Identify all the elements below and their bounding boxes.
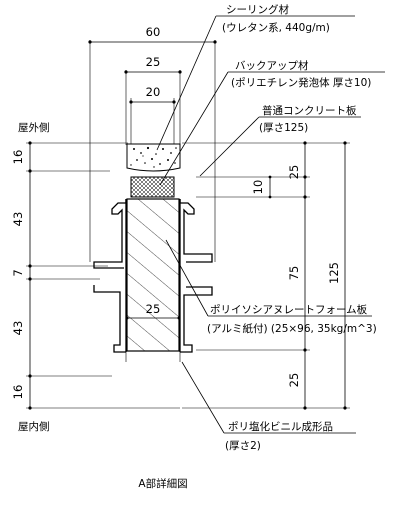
sealant-name: シーリング材 bbox=[226, 3, 289, 16]
sealant-material bbox=[126, 143, 181, 172]
dim-left-16-bottom: 16 bbox=[11, 385, 25, 400]
dimension-60: 60 bbox=[88, 25, 217, 262]
dimension-25-sealant: 25 bbox=[124, 55, 182, 145]
dim-25-text: 25 bbox=[146, 55, 161, 69]
dim-left-43-top: 43 bbox=[11, 212, 25, 227]
dimension-20-backup: 20 bbox=[129, 85, 176, 145]
dimension-25-foam: 25 bbox=[125, 302, 181, 320]
label-sealant: シーリング材 (ウレタン系, 440g/m) bbox=[156, 3, 355, 151]
backup-spec: (ポリエチレン発泡体 厚さ10) bbox=[231, 76, 371, 89]
backup-material bbox=[130, 176, 175, 198]
panel-name: 普通コンクリート板 bbox=[262, 104, 357, 117]
foam-board bbox=[126, 198, 180, 352]
left-dimension-chain: 16 43 7 43 16 bbox=[11, 141, 180, 410]
dim-right-75: 75 bbox=[287, 266, 301, 281]
dim-right-25-top: 25 bbox=[287, 165, 301, 180]
dim-foam-25-text: 25 bbox=[146, 302, 161, 316]
dim-right-125: 125 bbox=[327, 262, 341, 284]
foam-spec: (アルミ紙付) (25×96, 35kg/m^3) bbox=[207, 322, 377, 335]
indoor-side-label: 屋内側 bbox=[18, 420, 50, 433]
sealant-spec: (ウレタン系, 440g/m) bbox=[222, 22, 330, 34]
pvc-name: ポリ塩化ビニル成形品 bbox=[228, 420, 333, 433]
backup-name: バックアップ材 bbox=[235, 59, 309, 72]
label-backup: バックアップ材 (ポリエチレン発泡体 厚さ10) bbox=[159, 59, 385, 186]
dim-20-text: 20 bbox=[146, 85, 161, 99]
dim-left-43-bottom: 43 bbox=[11, 321, 25, 336]
pvc-spec: (厚さ2) bbox=[225, 440, 261, 452]
dim-right-10: 10 bbox=[251, 180, 265, 195]
dim-left-16-top: 16 bbox=[11, 150, 25, 165]
right-dimension-chain: 10 25 75 25 125 bbox=[182, 141, 350, 410]
dim-60-text: 60 bbox=[146, 25, 161, 39]
dim-right-25-bottom: 25 bbox=[287, 373, 301, 388]
outdoor-side-label: 屋外側 bbox=[18, 121, 50, 134]
label-pvc: ポリ塩化ビニル成形品 (厚さ2) bbox=[181, 361, 356, 452]
foam-name: ポリイソシアヌレートフォーム板 bbox=[210, 303, 368, 316]
label-panel: 普通コンクリート板 (厚さ125) bbox=[199, 104, 361, 177]
label-foam: ポリイソシアヌレートフォーム板 (アルミ紙付) (25×96, 35kg/m^3… bbox=[165, 239, 377, 335]
panel-spec: (厚さ125) bbox=[259, 122, 308, 134]
drawing-caption: A部詳細図 bbox=[138, 477, 187, 490]
dim-left-7: 7 bbox=[11, 269, 25, 276]
panel-edges bbox=[93, 262, 213, 362]
pvc-profile-left bbox=[93, 199, 127, 353]
